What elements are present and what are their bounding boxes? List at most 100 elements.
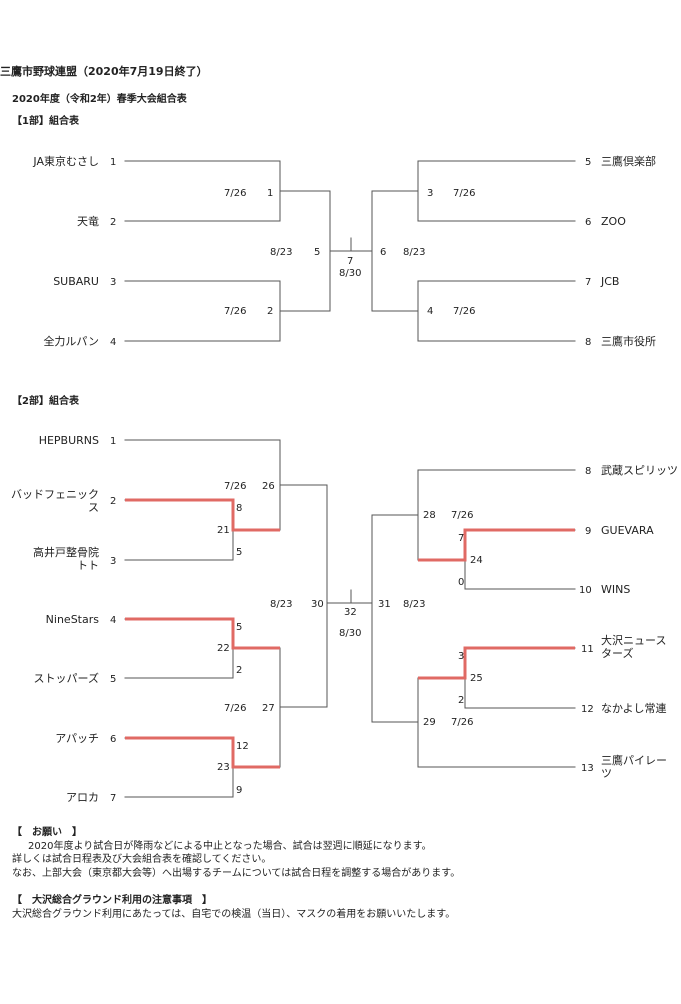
- match-number: 1: [267, 188, 274, 199]
- team-name-continued: ツ: [601, 767, 612, 780]
- match-date: 7/26: [224, 306, 247, 317]
- team-name: アロカ: [66, 791, 99, 804]
- match-score: 12: [236, 741, 249, 752]
- team-name: ZOO: [601, 215, 626, 228]
- team-name: ストッパーズ: [33, 672, 99, 685]
- team-name-continued: ス: [88, 501, 99, 514]
- match-number: 4: [427, 306, 434, 317]
- division-1-bracket-lines: [124, 160, 576, 342]
- team-seed: 3: [110, 556, 117, 567]
- team-seed: 1: [110, 157, 117, 168]
- team-name: JCB: [601, 275, 620, 288]
- match-date: 8/23: [403, 247, 426, 258]
- team-seed: 5: [110, 674, 117, 685]
- team-name: アパッチ: [55, 732, 99, 745]
- winner-path-lines: [125, 498, 575, 769]
- team-seed: 12: [581, 704, 594, 715]
- match-number: 2: [267, 306, 274, 317]
- match-date: 7/26: [453, 306, 476, 317]
- match-score: 5: [236, 622, 243, 633]
- match-date: 7/26: [451, 717, 474, 728]
- team-name: SUBARU: [53, 275, 99, 288]
- team-name: バッドフェニック: [11, 488, 99, 501]
- page-title: 三鷹市野球連盟（2020年7月19日終了）: [0, 65, 208, 78]
- division-1-heading: 【1部】組合表: [12, 116, 79, 127]
- team-seed: 1: [110, 436, 117, 447]
- team-seed: 6: [110, 734, 117, 745]
- team-name: GUEVARA: [601, 524, 654, 537]
- team-name-continued: トト: [77, 559, 99, 572]
- team-name: 三鷹倶楽部: [601, 155, 656, 168]
- match-number: 25: [470, 673, 483, 684]
- match-number: 24: [470, 555, 483, 566]
- match-number: 3: [427, 188, 434, 199]
- team-name: 大沢ニュース: [601, 634, 667, 647]
- team-seed: 13: [581, 763, 594, 774]
- team-seed: 4: [110, 615, 117, 626]
- team-seed: 2: [110, 496, 117, 507]
- team-seed: 8: [585, 337, 592, 348]
- team-name: 三鷹市役所: [601, 335, 656, 348]
- team-seed: 2: [110, 217, 117, 228]
- final-match-date: 8/30: [339, 628, 362, 639]
- match-number: 29: [423, 717, 436, 728]
- match-date: 7/26: [451, 510, 474, 521]
- match-date: 7/26: [453, 188, 476, 199]
- request-line: 詳しくは試合日程表及び大会組合表を確認してください。: [12, 854, 272, 865]
- ground-notice-line: 大沢総合グラウンド利用にあたっては、自宅での検温（当日）、マスクの着用をお願いい…: [12, 909, 456, 920]
- match-number: 30: [311, 599, 324, 610]
- team-name: WINS: [601, 583, 631, 596]
- team-name: HEPBURNS: [38, 434, 99, 447]
- team-name: NineStars: [45, 613, 99, 626]
- match-score: 8: [236, 503, 243, 514]
- match-date: 8/23: [270, 247, 293, 258]
- match-number: 22: [217, 643, 230, 654]
- match-number: 5: [314, 247, 321, 258]
- match-date: 7/26: [224, 481, 247, 492]
- match-number: 26: [262, 481, 275, 492]
- team-seed: 11: [581, 644, 594, 655]
- team-name: 三鷹パイレー: [601, 754, 667, 767]
- team-name: 武蔵スピリッツ: [601, 464, 678, 477]
- team-name: 高井戸整骨院: [33, 546, 99, 559]
- match-score: 7: [458, 533, 465, 544]
- match-number: 28: [423, 510, 436, 521]
- team-seed: 3: [110, 277, 117, 288]
- team-name: 全力ルパン: [43, 335, 99, 348]
- match-number: 23: [217, 762, 230, 773]
- team-seed: 5: [585, 157, 592, 168]
- match-number: 6: [380, 247, 387, 258]
- team-name: なかよし常連: [601, 702, 667, 715]
- match-date: 8/23: [403, 599, 426, 610]
- team-seed: 7: [585, 277, 592, 288]
- team-seed: 4: [110, 337, 117, 348]
- team-name-continued: ターズ: [601, 647, 634, 660]
- page-subtitle: 2020年度（令和2年）春季大会組合表: [12, 94, 187, 105]
- match-score: 2: [236, 665, 243, 676]
- match-date: 8/23: [270, 599, 293, 610]
- match-score: 0: [458, 577, 465, 588]
- team-seed: 9: [585, 526, 592, 537]
- team-seed: 10: [579, 585, 592, 596]
- final-match-number: 32: [344, 607, 357, 618]
- division-2-heading: 【2部】組合表: [12, 396, 79, 407]
- team-seed: 6: [585, 217, 592, 228]
- match-score: 5: [236, 547, 243, 558]
- ground-notice-heading: 【 大沢総合グラウンド利用の注意事項 】: [12, 895, 212, 906]
- match-number: 27: [262, 703, 275, 714]
- request-line: なお、上部大会（東京都大会等）へ出場するチームについては試合日程を調整する場合が…: [12, 868, 461, 879]
- team-seed: 7: [110, 793, 117, 804]
- match-score: 2: [458, 695, 465, 706]
- match-date: 7/26: [224, 188, 247, 199]
- team-name: 天竜: [77, 215, 99, 228]
- match-number: 31: [378, 599, 391, 610]
- match-score: 3: [458, 651, 465, 662]
- final-match-date: 8/30: [339, 268, 362, 279]
- request-heading: 【 お願い 】: [12, 827, 82, 838]
- match-date: 7/26: [224, 703, 247, 714]
- request-line: 2020年度より試合日が降雨などによる中止となった場合、試合は翌週に順延になりま…: [28, 841, 432, 852]
- match-number: 21: [217, 525, 230, 536]
- final-match-number: 7: [347, 256, 354, 267]
- match-score: 9: [236, 785, 243, 796]
